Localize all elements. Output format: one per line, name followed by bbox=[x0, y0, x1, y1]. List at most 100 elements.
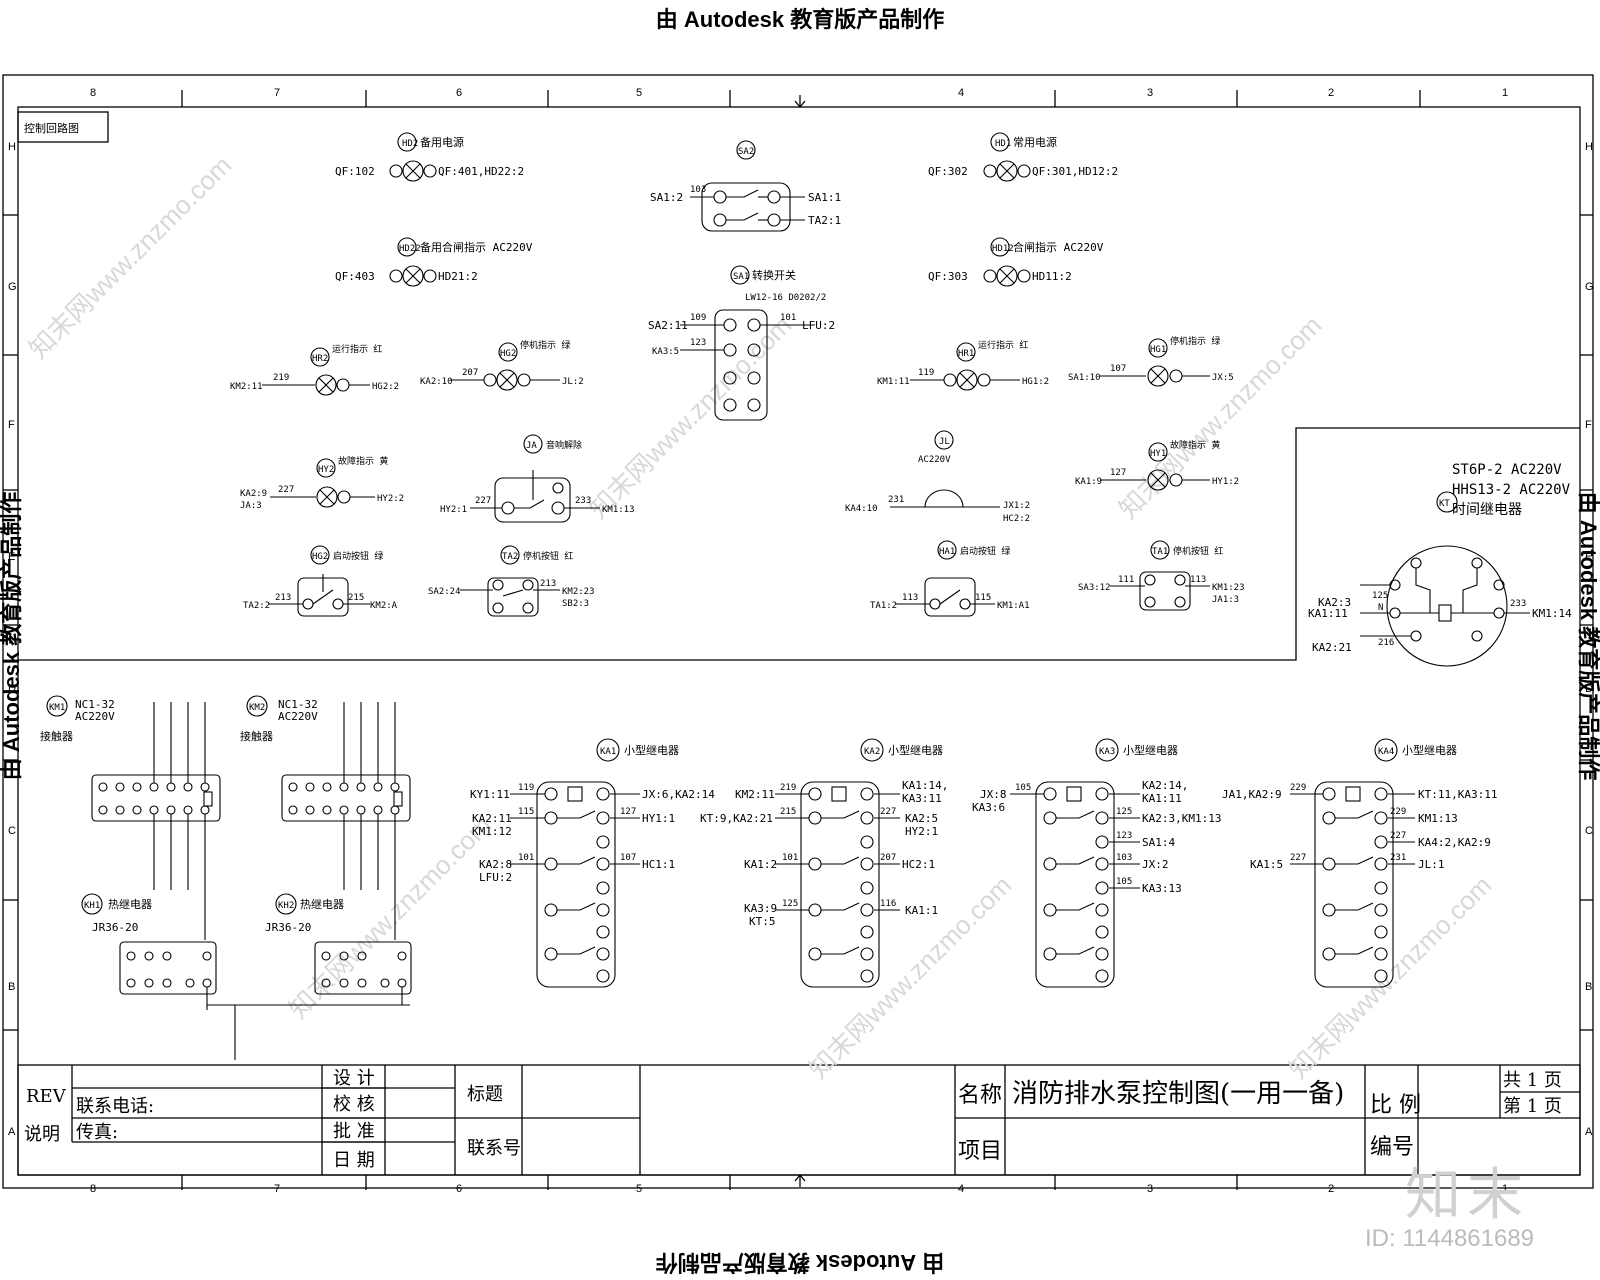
sa2-left: SA1:2 bbox=[650, 191, 683, 204]
ka2-body bbox=[775, 738, 900, 988]
ka1-l4: KA2:8 bbox=[479, 858, 512, 871]
ka2-r2: KA2:5 bbox=[905, 812, 938, 825]
ka4-tag: KA4 bbox=[1378, 747, 1394, 757]
km2-model: NC1-32 bbox=[278, 698, 318, 711]
hg2-left: KA2:10 bbox=[420, 377, 453, 387]
zone-letter: E bbox=[8, 551, 15, 563]
ka1-r2: HY1:1 bbox=[642, 812, 675, 825]
ka1-w4: 127 bbox=[620, 807, 636, 817]
hy1-left: KA1:9 bbox=[1075, 477, 1102, 487]
hr2-wire: 219 bbox=[273, 373, 289, 383]
ja-wr: 233 bbox=[575, 496, 591, 506]
ka4-r1: KT:11,KA3:11 bbox=[1418, 788, 1497, 801]
sa2-tag: SA2 bbox=[738, 147, 754, 157]
ka2-r3: HC2:1 bbox=[902, 858, 935, 871]
ka1-tag: KA1 bbox=[600, 747, 616, 757]
hd1-tag: HD1 bbox=[995, 139, 1011, 149]
hr1-title: 运行指示 红 bbox=[978, 339, 1028, 351]
ta1-right1: KM1:23 bbox=[1212, 583, 1245, 593]
ka1-title: 小型继电器 bbox=[624, 743, 679, 757]
ka3-w5: 105 bbox=[1116, 877, 1132, 887]
hg2-title: 停机指示 绿 bbox=[520, 339, 570, 351]
jl-right1: JX1:2 bbox=[1003, 501, 1030, 511]
znzmo-logo: 知末 bbox=[1405, 1163, 1529, 1228]
kh2-tag: KH2 bbox=[278, 901, 294, 911]
ta1-right2: JA1:3 bbox=[1212, 595, 1239, 605]
corner-label-box bbox=[17, 111, 109, 143]
hg2b-left: TA2:2 bbox=[243, 601, 270, 611]
title-block-frame bbox=[17, 1064, 1581, 1176]
zone-number: 8 bbox=[90, 87, 96, 99]
ka3-w4: 103 bbox=[1116, 853, 1132, 863]
kh1-model: JR36-20 bbox=[92, 921, 138, 934]
ka4-r3: KA4:2,KA2:9 bbox=[1418, 836, 1491, 849]
ka1-w5: 107 bbox=[620, 853, 636, 863]
ha1-right: KM1:A1 bbox=[997, 601, 1030, 611]
ka1-l5: LFU:2 bbox=[479, 871, 512, 884]
outer-frame bbox=[2, 74, 1594, 1189]
ja-wl: 227 bbox=[475, 496, 491, 506]
km1-tag: KM1 bbox=[49, 703, 65, 713]
corner-label: 控制回路图 bbox=[24, 121, 79, 135]
km1-volt: AC220V bbox=[75, 710, 115, 723]
ka2-w5: 227 bbox=[880, 807, 896, 817]
number-label: 编号 bbox=[1370, 1135, 1414, 1160]
kh1-title: 热继电器 bbox=[108, 898, 152, 911]
hg2-wire: 207 bbox=[462, 368, 478, 378]
zone-number: 1 bbox=[1502, 1183, 1508, 1195]
ta1-wl: 111 bbox=[1118, 575, 1134, 585]
zone-letter: D bbox=[1585, 683, 1593, 695]
sa1-left2: KA3:5 bbox=[652, 347, 679, 357]
page-number: 第 1 页 bbox=[1503, 1096, 1562, 1117]
ta1-left: SA3:12 bbox=[1078, 583, 1111, 593]
hy1-title: 故障指示 黄 bbox=[1170, 439, 1220, 451]
ka3-r1: KA2:14, bbox=[1142, 779, 1188, 792]
lower-labels: KM1 NC1-32 AC220V 接触器 KM2 NC1-32 AC220V … bbox=[40, 698, 1497, 934]
hd12-title: 合闸指示 AC220V bbox=[1013, 240, 1104, 254]
ka4-w1: 229 bbox=[1290, 783, 1306, 793]
region-boundary bbox=[18, 427, 1580, 661]
ja-left: HY2:1 bbox=[440, 505, 467, 515]
zone-letter: D bbox=[8, 683, 16, 695]
hd22-left: QF:403 bbox=[335, 270, 375, 283]
ka4-w4: 231 bbox=[1390, 853, 1406, 863]
ka4-r2: KM1:13 bbox=[1418, 812, 1458, 825]
ka3-tag: KA3 bbox=[1099, 747, 1115, 757]
ka4-body bbox=[1290, 738, 1415, 988]
check-label: 校 核 bbox=[333, 1094, 375, 1115]
title-block-text: REV 说明 联系电话: 传真: 设 计 校 核 批 准 日 期 标题 联系号 … bbox=[24, 1068, 1562, 1171]
hg1-right: JX:5 bbox=[1212, 373, 1234, 383]
ka2-l2: KT:9,KA2:21 bbox=[700, 812, 773, 825]
sa1-w1: 109 bbox=[690, 313, 706, 323]
zone-number: 7 bbox=[274, 1183, 280, 1195]
phone-label: 联系电话: bbox=[76, 1096, 154, 1117]
zone-number: 1 bbox=[1502, 87, 1508, 99]
ka2-l4: KA3:9 bbox=[744, 902, 777, 915]
sa1-rw: 101 bbox=[780, 313, 796, 323]
hg2-right: JL:2 bbox=[562, 377, 584, 387]
zone-letter: E bbox=[1585, 551, 1592, 563]
sa1-model: LW12-16 D0202/2 bbox=[745, 293, 826, 303]
kt-l1: KA2:3 bbox=[1318, 596, 1351, 609]
ta1-tag: TA1 bbox=[1152, 547, 1168, 557]
watermarks: 知末网www.znzmo.com 知末网www.znzmo.com 知末网www… bbox=[23, 150, 1497, 1084]
sa2-right1: SA1:1 bbox=[808, 191, 841, 204]
name-label: 名称 bbox=[958, 1083, 1002, 1108]
ta2-right1: KM2:23 bbox=[562, 587, 595, 597]
ha1-title: 启动按钮 绿 bbox=[960, 545, 1010, 557]
ka2-w3: 101 bbox=[782, 853, 798, 863]
ka1-l1: KY1:11 bbox=[470, 788, 510, 801]
kt-l3: KA2:21 bbox=[1312, 641, 1352, 654]
ka3-r1b: KA1:11 bbox=[1142, 792, 1182, 805]
km1-model: NC1-32 bbox=[75, 698, 115, 711]
kt-right: KM1:14 bbox=[1532, 607, 1572, 620]
hd12-right: HD11:2 bbox=[1032, 270, 1072, 283]
ka3-body bbox=[1010, 738, 1140, 988]
hy1-right: HY1:2 bbox=[1212, 477, 1239, 487]
hg1-title: 停机指示 绿 bbox=[1170, 335, 1220, 347]
zone-letter: A bbox=[1585, 1126, 1593, 1138]
hg2b-tag: HG2 bbox=[312, 552, 328, 562]
ka1-r1: JX:6,KA2:14 bbox=[642, 788, 715, 801]
jl-right2: HC2:2 bbox=[1003, 514, 1030, 524]
